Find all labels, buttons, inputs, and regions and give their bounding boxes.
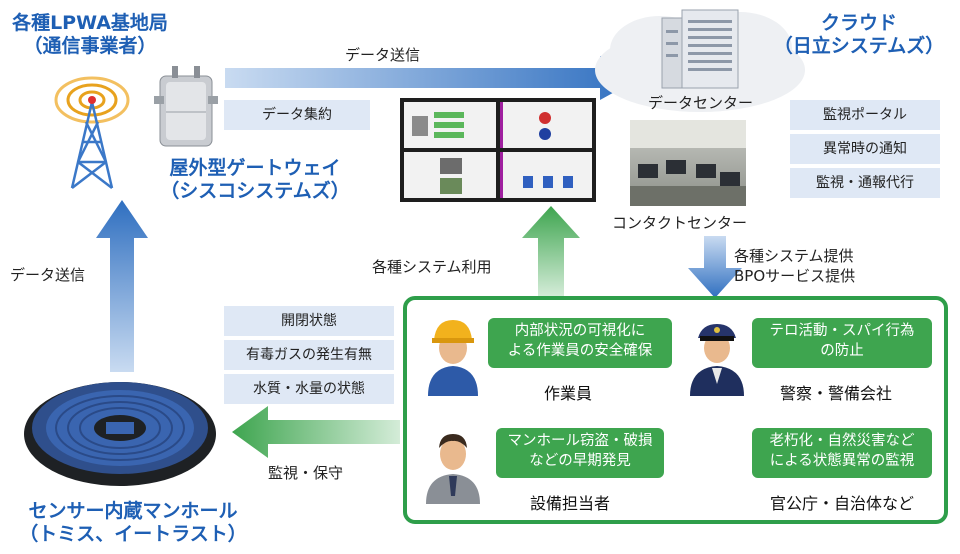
- pill-state-2: 水質・水量の状態: [224, 374, 394, 404]
- use-case-0-line1: 内部状況の可視化に: [514, 323, 646, 339]
- screen-panel-3: [404, 152, 496, 198]
- worker-icon: [428, 320, 478, 396]
- label-provide-line1: 各種システム提供: [734, 247, 854, 265]
- use-case-box-1: テロ活動・スパイ行為 の防止: [752, 318, 932, 368]
- contact-center-photo: [630, 120, 746, 206]
- use-case-3-line2: による状態異常の監視: [769, 453, 915, 469]
- label-provide-line2: BPOサービス提供: [734, 267, 856, 285]
- label-data-center: データセンター: [648, 94, 754, 112]
- pill-state-0: 開閉状態: [224, 306, 394, 336]
- role-government: 官公庁・自治体など: [770, 494, 915, 513]
- label-monitor-maintain: 監視・保守: [268, 464, 344, 482]
- equipment-officer-icon: [426, 434, 480, 504]
- pill-state-1: 有毒ガスの発生有無: [224, 340, 394, 370]
- pill-service-0: 監視ポータル: [790, 100, 940, 130]
- arrow-up-left: [96, 200, 148, 372]
- police-officer-icon: [690, 324, 744, 396]
- gateway-title: 屋外型ゲートウェイ （シスコシステムズ）: [150, 157, 360, 203]
- use-case-1-line1: テロ活動・スパイ行為: [769, 323, 915, 339]
- label-system-use: 各種システム利用: [372, 258, 492, 276]
- use-case-2-line1: マンホール窃盗・破損: [507, 433, 653, 449]
- label-data-send-top: データ送信: [345, 46, 421, 64]
- lpwa-title-line2: （通信事業者）: [23, 35, 157, 57]
- screen-panel-1: [404, 102, 496, 148]
- cloud-title: クラウド （日立システムズ）: [764, 12, 954, 58]
- arrow-to-cloud: [225, 56, 640, 100]
- use-case-box-2: マンホール窃盗・破損 などの早期発見: [496, 428, 664, 478]
- gateway-title-line1: 屋外型ゲートウェイ: [169, 157, 341, 179]
- gateway-title-line2: （シスコシステムズ）: [160, 180, 350, 202]
- use-case-box-0: 内部状況の可視化に よる作業員の安全確保: [488, 318, 672, 368]
- pill-service-1: 異常時の通知: [790, 134, 940, 164]
- label-contact-center: コンタクトセンター: [612, 214, 748, 232]
- cloud-title-line2: （日立システムズ）: [773, 35, 945, 57]
- arrow-down-right: [688, 236, 742, 298]
- role-equipment-officer: 設備担当者: [530, 494, 611, 513]
- arrow-left-green: [232, 406, 400, 458]
- lpwa-title: 各種LPWA基地局 （通信事業者）: [0, 12, 180, 58]
- lpwa-title-line1: 各種LPWA基地局: [12, 12, 168, 34]
- use-case-box-3: 老朽化・自然災害など による状態異常の監視: [752, 428, 932, 478]
- use-case-3-line1: 老朽化・自然災害など: [769, 433, 915, 449]
- cloud-title-line1: クラウド: [820, 12, 897, 34]
- manhole-icon: [24, 382, 216, 486]
- screen-panel-2: [500, 102, 592, 148]
- manhole-title-line1: センサー内蔵マンホール: [28, 500, 238, 522]
- role-worker: 作業員: [544, 384, 593, 403]
- use-case-0-line2: よる作業員の安全確保: [507, 343, 653, 359]
- pill-data-aggregate: データ集約: [224, 100, 370, 130]
- gateway-device-icon: [154, 66, 218, 147]
- manhole-title: センサー内蔵マンホール （トミス、イートラスト）: [2, 500, 264, 546]
- manhole-title-line2: （トミス、イートラスト）: [19, 523, 247, 545]
- label-data-send-left: データ送信: [10, 266, 86, 284]
- screen-panel-4: [500, 152, 592, 198]
- use-case-2-line2: などの早期発見: [529, 453, 631, 469]
- arrow-up-green: [522, 206, 580, 296]
- use-case-1-line2: の防止: [820, 343, 864, 359]
- pill-service-2: 監視・通報代行: [790, 168, 940, 198]
- role-police: 警察・警備会社: [780, 384, 893, 403]
- antenna-tower-icon: [54, 76, 130, 189]
- label-provide: 各種システム提供 BPOサービス提供: [734, 246, 855, 286]
- datacenter-building-icon: [661, 9, 739, 89]
- monitor-screen: [400, 98, 596, 202]
